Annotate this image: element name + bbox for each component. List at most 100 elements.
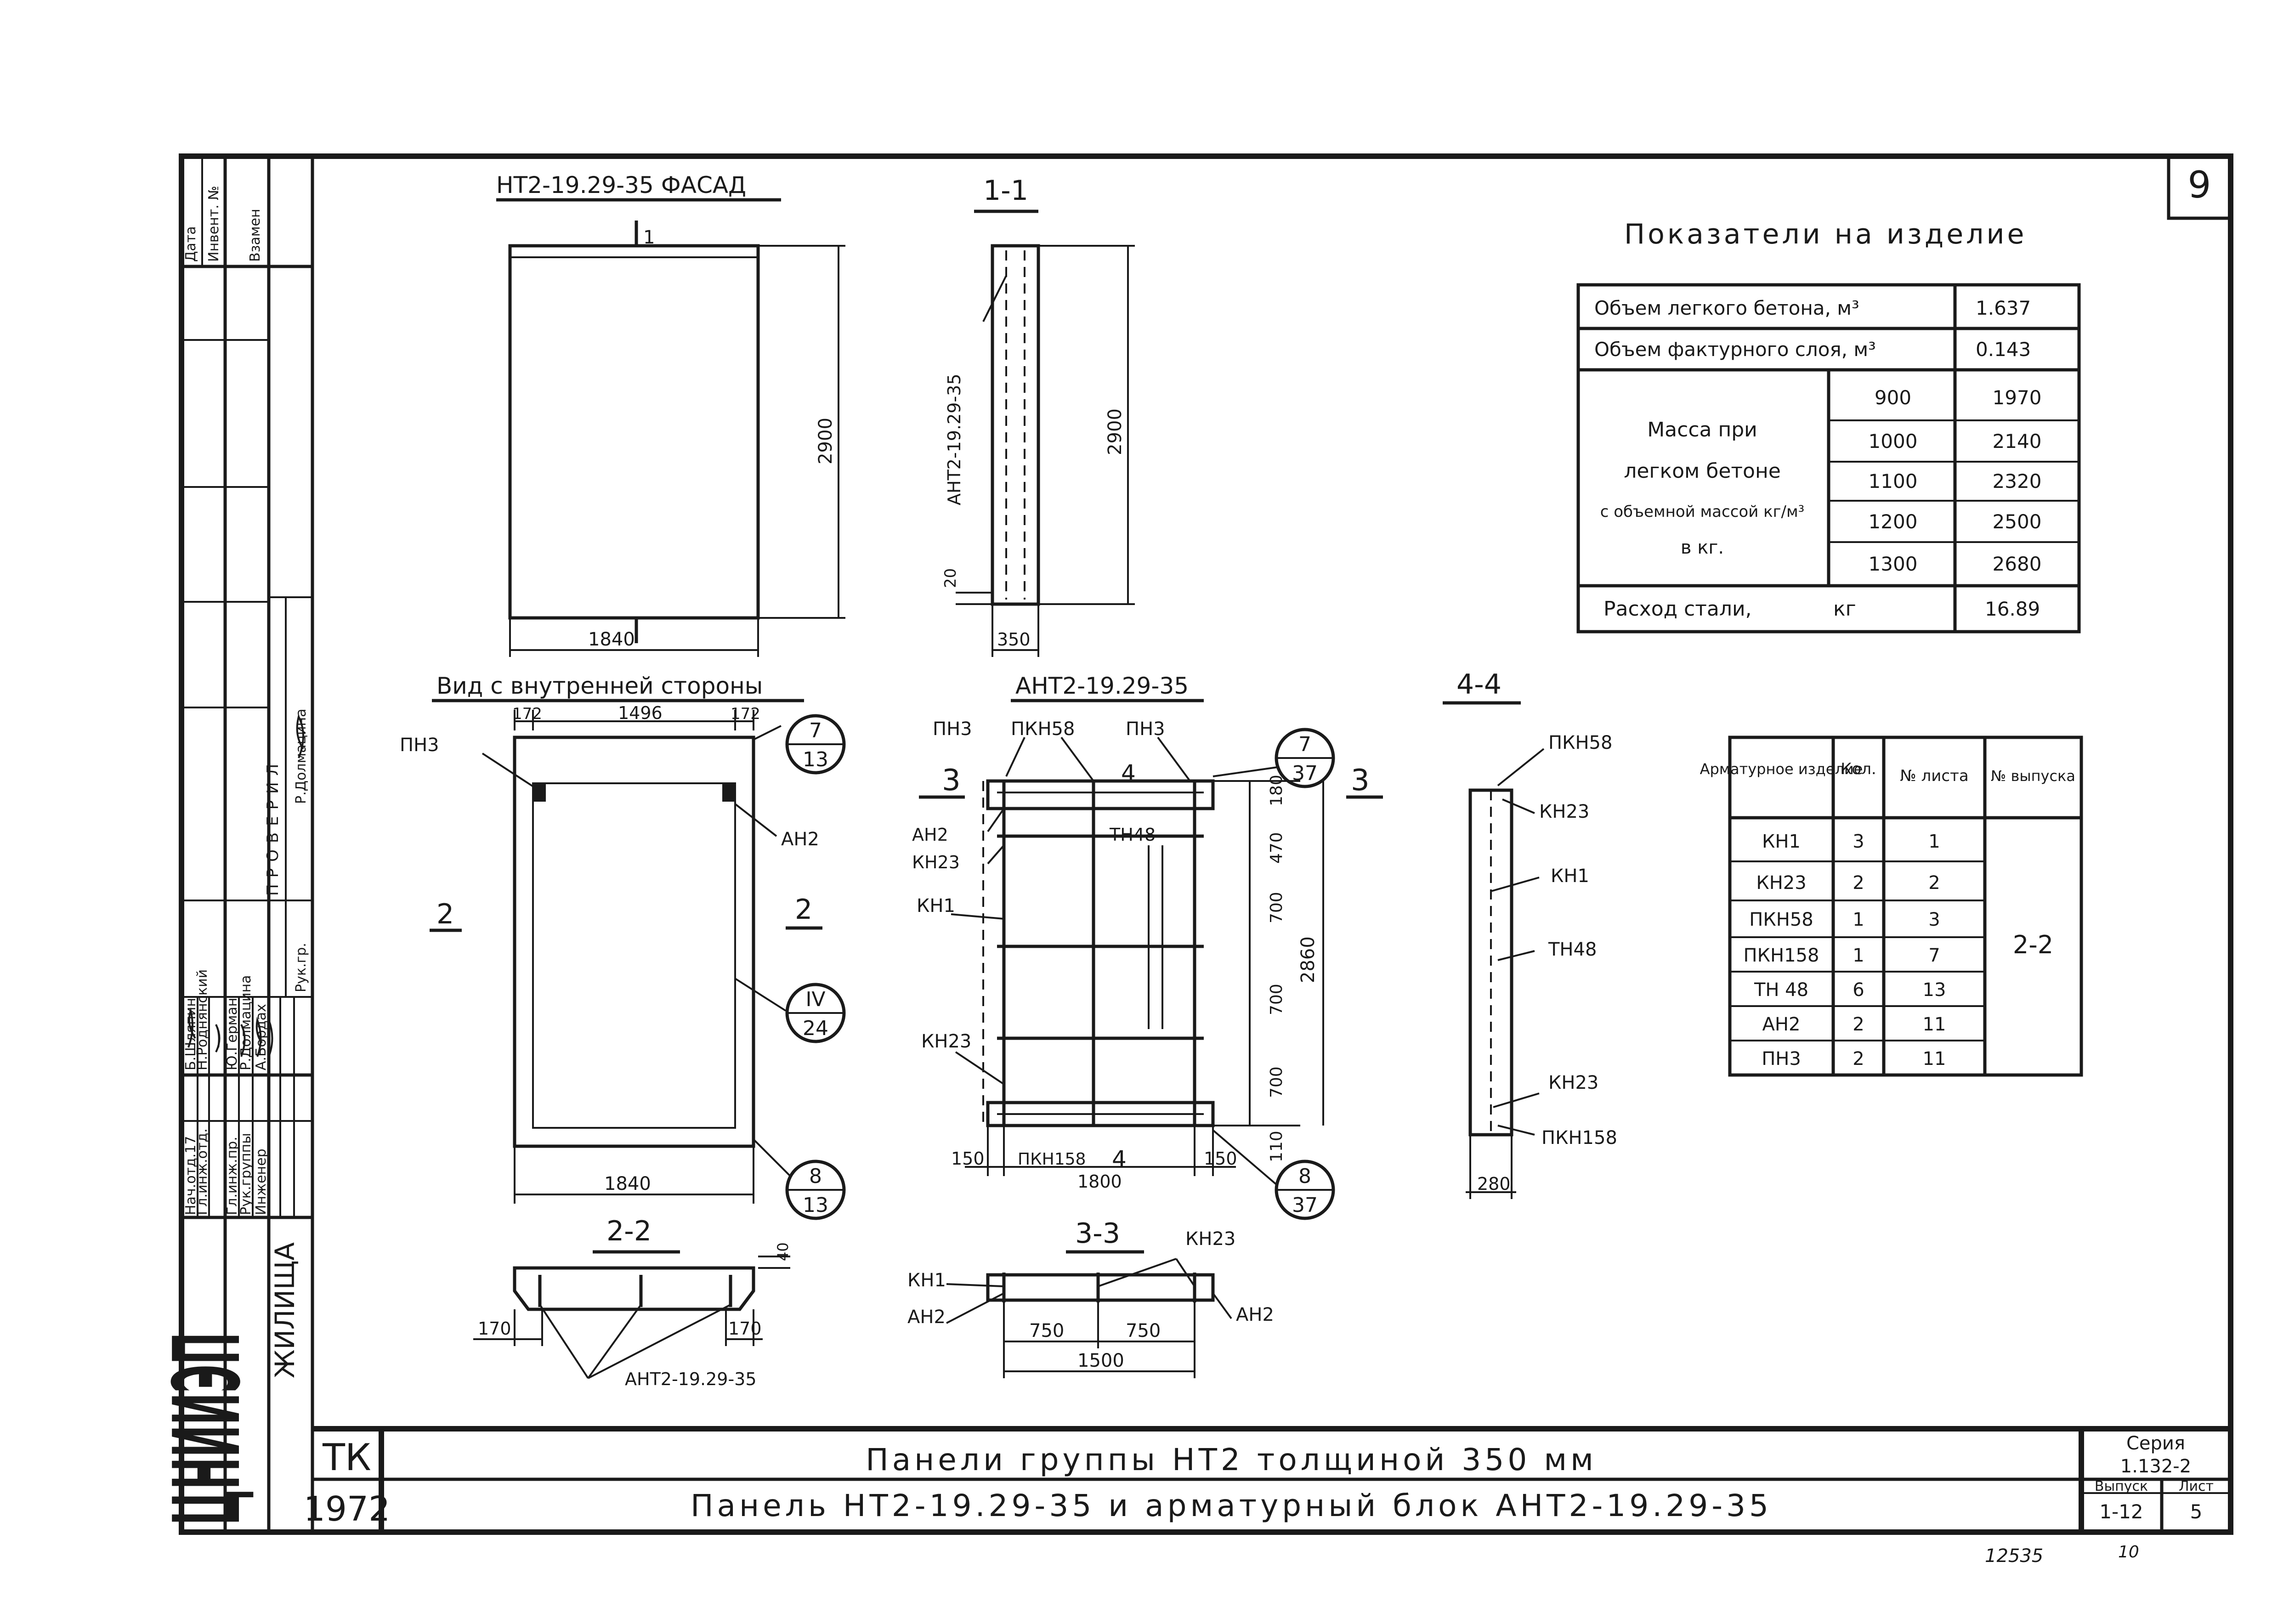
inner-view-outline — [482, 710, 791, 1204]
section-4-4-label-tn48: ТН48 — [1548, 939, 1597, 960]
facade-title: НТ2-19.29-35 ФАСАД — [496, 172, 746, 198]
section-1-1-thickness-dim: 350 — [997, 629, 1031, 650]
stamp-name-2: Н.Роднянский — [194, 969, 210, 1070]
rebar-header-qty: Кол. — [1841, 760, 1876, 778]
rebar-row-4-item: ПКН158 — [1744, 945, 1819, 966]
sheet-number: 9 — [2188, 164, 2211, 206]
stamp-name-4: Р.Долмацина — [238, 975, 254, 1070]
block-cut-right: 3 — [1351, 764, 1370, 798]
section-4-4-label-kn23-bottom: КН23 — [1548, 1072, 1598, 1093]
stamp-role-1: Нач.отд.17 — [183, 1136, 199, 1216]
indicators-title: Показатели на изделие — [1624, 218, 2027, 250]
block-label-tn48: ТН48 — [1109, 825, 1156, 845]
section-4-4-dim: 280 — [1477, 1174, 1511, 1194]
section-1-1-height-dim: 2900 — [1105, 408, 1126, 455]
block-vdim-700-3: 700 — [1267, 1066, 1286, 1098]
stamp-checked-role: Рук.гр. — [293, 943, 309, 992]
stamp-col-inventory: Инвент. № — [206, 186, 222, 262]
block-label-pn3-right: ПН3 — [1126, 719, 1165, 740]
section-3-3-title: 3-3 — [1075, 1217, 1120, 1250]
block-label-kn23-top: КН23 — [912, 852, 960, 872]
stamp-col-replaces: Взамен — [247, 209, 263, 262]
indicators-density-1000: 1000 — [1869, 430, 1918, 453]
sheet-frame — [179, 153, 2233, 1535]
section-3-3-total: 1500 — [1077, 1350, 1124, 1371]
inner-callout-1-bottom: 13 — [803, 748, 828, 771]
indicators-table-grid — [1576, 283, 2081, 634]
rebar-row-6-sheet: 11 — [1923, 1014, 1946, 1035]
section-3-3-label-an2-left: АН2 — [907, 1307, 946, 1328]
section-2-2-label: АНТ2-19.29-35 — [625, 1369, 757, 1389]
block-label-pn3-left: ПН3 — [933, 719, 972, 740]
org-subtitle: ЖИЛИЩА — [269, 1242, 300, 1378]
indicators-density-1200: 1200 — [1869, 510, 1918, 533]
rebar-row-3-item: ПКН58 — [1749, 909, 1813, 930]
stamp-name-3: Ю.Герман — [224, 998, 240, 1070]
section-2-2-title: 2-2 — [606, 1215, 652, 1247]
inner-callout-1-top: 7 — [809, 719, 822, 742]
rebar-row-1-sheet: 1 — [1928, 831, 1940, 852]
section-3-3-dim-right: 750 — [1126, 1320, 1161, 1341]
block-cut-left: 3 — [942, 764, 961, 798]
block-cut-top: 4 — [1121, 760, 1136, 787]
inner-callout-2-bottom: 24 — [803, 1017, 828, 1040]
section-2-2-outline — [473, 1256, 790, 1379]
title-block-sheet-label: Лист — [2179, 1478, 2214, 1494]
inner-callout-2-top: IV — [805, 988, 825, 1011]
block-callout-1 — [1275, 728, 1335, 788]
indicators-mass-label-3: с объемной массой кг/м³ — [1600, 503, 1805, 521]
indicators-vol-face-value: 0.143 — [1976, 338, 2031, 361]
title-block-issue-label: Выпуск — [2095, 1478, 2148, 1494]
title-block-year: 1972 — [304, 1489, 390, 1529]
block-label-kn23-bottom: КН23 — [921, 1031, 971, 1052]
block-callout-1-bottom: 37 — [1292, 762, 1318, 785]
title-block-sheet: 5 — [2190, 1500, 2203, 1523]
rebar-row-2-sheet: 2 — [1928, 872, 1940, 894]
rebar-header-item: Арматурное изделие — [1700, 760, 1863, 778]
stamp-role-2: Гл.инж.отд. — [194, 1128, 210, 1215]
rebar-row-3-sheet: 3 — [1928, 909, 1940, 930]
facade-height-dim: 2900 — [815, 418, 836, 464]
stamp-signatures — [187, 714, 304, 1057]
section-3-3-label-kn23: КН23 — [1185, 1228, 1235, 1250]
section-2-2-dim-left: 170 — [478, 1318, 511, 1339]
inner-label-pn3: ПН3 — [400, 735, 439, 756]
rebar-row-5-qty: 6 — [1853, 979, 1864, 1001]
block-hdim-left: 150 — [951, 1149, 985, 1169]
block-hdim-middle: 1800 — [1077, 1171, 1122, 1192]
stamp-role-3: Гл.инж.пр. — [224, 1137, 240, 1215]
block-total-height: 2860 — [1297, 936, 1319, 983]
block-callout-1-top: 7 — [1298, 733, 1311, 756]
rebar-row-1-item: КН1 — [1762, 831, 1801, 852]
rebar-row-1-qty: 3 — [1853, 831, 1864, 852]
block-label-an2: АН2 — [912, 825, 948, 845]
indicators-mass-900: 1970 — [1993, 386, 2042, 409]
left-stamp — [181, 156, 312, 1532]
stamp-col-date: Дата — [183, 226, 199, 262]
block-label-kn1: КН1 — [917, 895, 955, 917]
inner-dim-right: 172 — [731, 705, 760, 723]
section-1-1-dim-20: 20 — [941, 568, 960, 588]
rebar-row-3-qty: 1 — [1853, 909, 1864, 930]
section-4-4-label-pkn58: ПКН58 — [1548, 732, 1612, 753]
indicators-mass-1000: 2140 — [1993, 430, 2042, 453]
rebar-row-7-item: ПН3 — [1762, 1048, 1801, 1069]
inner-callout-3 — [785, 1160, 846, 1220]
stamp-checked-label: ПРОВЕРИЛ — [264, 758, 282, 896]
rebar-row-6-qty: 2 — [1853, 1014, 1864, 1035]
inner-label-an2: АН2 — [781, 829, 819, 850]
indicators-vol-face-label: Объем фактурного слоя, м³ — [1594, 338, 1876, 361]
rebar-row-2-qty: 2 — [1853, 872, 1864, 894]
footer-number-1: 12535 — [1985, 1545, 2043, 1567]
block-title: АНТ2-19.29-35 — [1015, 673, 1189, 699]
rebar-header-sheet: № листа — [1900, 767, 1968, 785]
section-3-3-dim-left: 750 — [1029, 1320, 1064, 1341]
inner-callout-3-top: 8 — [809, 1165, 822, 1188]
section-3-3-label-an2-right: АН2 — [1236, 1304, 1274, 1325]
indicators-mass-label-4: в кг. — [1681, 537, 1724, 558]
block-vdim-700-1: 700 — [1267, 892, 1286, 923]
rebar-row-7-sheet: 11 — [1923, 1048, 1946, 1069]
block-vdim-470: 470 — [1267, 832, 1286, 864]
inner-cut-right: 2 — [795, 894, 812, 926]
